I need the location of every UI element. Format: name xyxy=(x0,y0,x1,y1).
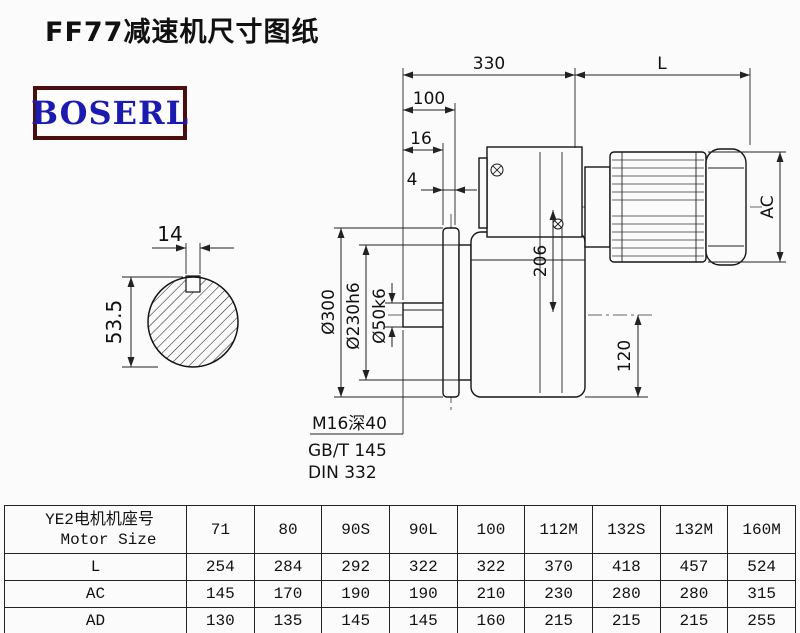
col-header: 160M xyxy=(727,505,796,554)
dim-4-label: 4 xyxy=(407,170,418,190)
table-cell: 280 xyxy=(591,580,661,608)
table-row-L: L 254 284 292 322 322 370 418 457 524 xyxy=(4,553,796,581)
dim-key-width: 14 xyxy=(152,222,234,274)
row-label: AD xyxy=(4,607,187,633)
table-cell: 135 xyxy=(253,607,323,633)
table-header-row: YE2电机机座号 Motor Size 71 80 90S 90L 100 11… xyxy=(4,505,796,554)
technical-drawing: 14 53.5 xyxy=(102,54,786,483)
dim-100-label: 100 xyxy=(413,89,445,109)
dim-spigot-dia-label: Ø230h6 xyxy=(344,282,364,349)
fan-cowl xyxy=(705,148,747,266)
dim-120-label: 120 xyxy=(615,340,635,372)
table-cell: 145 xyxy=(388,607,458,633)
page-title: FF77减速机尺寸图纸 xyxy=(45,17,320,48)
table-cell: 190 xyxy=(388,580,458,608)
table-row-AD: AD 130 135 145 145 160 215 215 215 255 xyxy=(4,607,796,633)
shaft-cross-section: 14 53.5 xyxy=(102,222,239,368)
col-header: 132S xyxy=(591,505,661,554)
dim-206-label: 206 xyxy=(531,245,551,277)
note-din: DIN 332 xyxy=(308,463,377,483)
table-cell: 254 xyxy=(186,553,255,581)
table-cell: 322 xyxy=(456,553,526,581)
motor-size-header-cn: YE2电机机座号 xyxy=(45,510,154,529)
brand-logo: BOSERL xyxy=(30,86,190,140)
housing-step xyxy=(478,157,488,229)
dim-4: 4 xyxy=(407,170,477,194)
gear-housing-upper xyxy=(486,146,583,238)
table-cell: 457 xyxy=(659,553,729,581)
dim-AC: AC xyxy=(708,151,786,263)
dim-L: L xyxy=(575,54,750,79)
table-cell: 145 xyxy=(186,580,255,608)
col-header: 112M xyxy=(524,505,593,554)
motor-size-header-en: Motor Size xyxy=(60,530,157,549)
dim-shaft-dia: Ø50k6 xyxy=(370,283,403,347)
drawing-notes: M16深40 GB/T 145 DIN 332 xyxy=(308,414,403,483)
dim-16-label: 16 xyxy=(410,129,432,149)
note-gbt: GB/T 145 xyxy=(308,441,387,461)
table-cell: 255 xyxy=(727,607,796,633)
motor-size-header: YE2电机机座号 Motor Size xyxy=(4,505,187,554)
table-cell: 418 xyxy=(591,553,661,581)
note-tap: M16深40 xyxy=(312,414,387,434)
col-header: 132M xyxy=(659,505,729,554)
dim-206: 206 xyxy=(531,210,557,312)
table-cell: 130 xyxy=(186,607,255,633)
table-cell: 292 xyxy=(321,553,390,581)
table-cell: 170 xyxy=(253,580,323,608)
table-cell: 160 xyxy=(456,607,526,633)
motor-outline xyxy=(609,151,707,263)
dim-key-height-label: 53.5 xyxy=(102,300,126,345)
table-cell: 215 xyxy=(524,607,593,633)
table-cell: 145 xyxy=(321,607,390,633)
dimension-table: YE2电机机座号 Motor Size 71 80 90S 90L 100 11… xyxy=(4,505,796,633)
col-header: 90L xyxy=(388,505,458,554)
mounting-flange xyxy=(442,227,460,398)
dim-flange-dia-label: Ø300 xyxy=(319,289,339,335)
reducer-side-view xyxy=(388,146,762,412)
motor-adapter xyxy=(584,166,611,248)
table-cell: 215 xyxy=(591,607,661,633)
bolt-icon xyxy=(552,218,564,230)
col-header: 100 xyxy=(456,505,526,554)
col-header: 71 xyxy=(186,505,255,554)
table-cell: 370 xyxy=(524,553,593,581)
table-cell: 280 xyxy=(659,580,729,608)
dim-330-label: 330 xyxy=(473,54,505,74)
dim-shaft-dia-label: Ø50k6 xyxy=(370,288,390,344)
dim-16: 16 xyxy=(403,129,443,154)
table-cell: 190 xyxy=(321,580,390,608)
dim-flange-dia: Ø300 xyxy=(319,227,443,398)
col-header: 80 xyxy=(253,505,323,554)
row-label: AC xyxy=(4,580,187,608)
dim-key-width-label: 14 xyxy=(157,222,182,246)
dim-key-height: 53.5 xyxy=(102,276,183,368)
bolt-icon xyxy=(490,163,504,177)
dim-100: 100 xyxy=(403,89,455,114)
table-cell: 315 xyxy=(727,580,796,608)
dimensions: 330 L 100 16 4 xyxy=(319,54,786,434)
dim-spigot-dia: Ø230h6 xyxy=(344,244,459,381)
gear-housing xyxy=(470,231,586,398)
brand-logo-text: BOSERL xyxy=(30,94,190,132)
dim-AC-label: AC xyxy=(758,195,778,218)
dim-330: 330 xyxy=(403,54,575,79)
table-cell: 230 xyxy=(524,580,593,608)
table-cell: 284 xyxy=(253,553,323,581)
dim-120: 120 xyxy=(585,315,648,398)
flange-spigot xyxy=(458,244,472,381)
table-cell: 210 xyxy=(456,580,526,608)
table-cell: 215 xyxy=(659,607,729,633)
table-row-AC: AC 145 170 190 190 210 230 280 280 315 xyxy=(4,580,796,608)
col-header: 90S xyxy=(321,505,390,554)
table-cell: 524 xyxy=(727,553,796,581)
table-cell: 322 xyxy=(388,553,458,581)
row-label: L xyxy=(4,553,187,581)
dim-L-label: L xyxy=(657,54,667,74)
